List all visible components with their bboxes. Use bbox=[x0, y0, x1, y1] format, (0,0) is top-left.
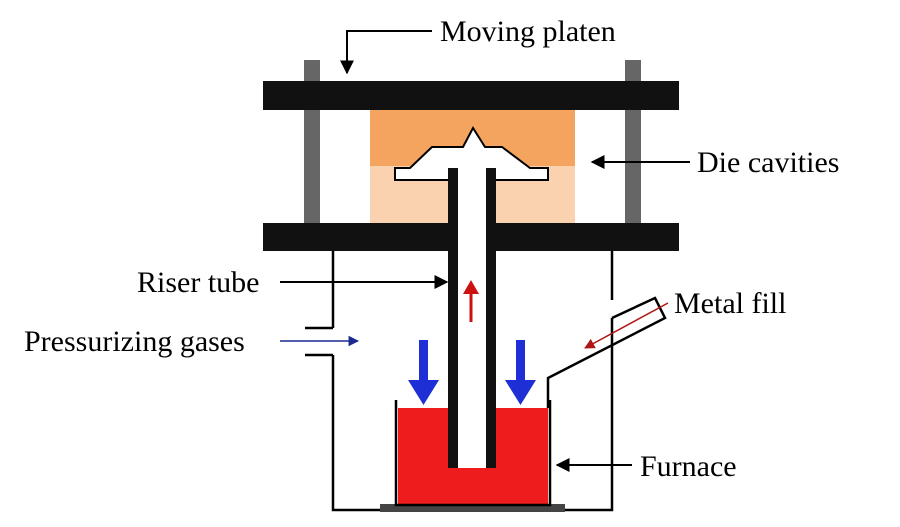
metal-fill-chute bbox=[546, 296, 667, 408]
pressurizing-gases-label: Pressurizing gases bbox=[24, 325, 245, 358]
metal-fill-label: Metal fill bbox=[674, 287, 786, 320]
metal-fill-arrow bbox=[584, 302, 669, 349]
furnace-label: Furnace bbox=[640, 450, 737, 483]
pressure-arrow-right-head bbox=[505, 380, 536, 405]
moving-platen bbox=[263, 81, 679, 110]
metal-flow-arrowhead bbox=[463, 280, 479, 294]
die-cavity bbox=[394, 126, 549, 181]
pressure-arrow-left-head bbox=[408, 380, 439, 405]
riser-tube-left-wall bbox=[448, 168, 458, 468]
pressure-arrow-left-shaft bbox=[419, 340, 428, 382]
riser-tube-right-wall bbox=[486, 168, 496, 468]
moving-platen-label: Moving platen bbox=[440, 15, 616, 48]
riser-tube-label: Riser tube bbox=[137, 266, 259, 299]
furnace-crucible bbox=[394, 400, 552, 507]
moving-platen-leader bbox=[340, 30, 432, 75]
furnace-base-plate bbox=[380, 504, 565, 512]
die-cavities-label: Die cavities bbox=[697, 146, 839, 179]
pressure-arrow-right-shaft bbox=[516, 340, 525, 382]
